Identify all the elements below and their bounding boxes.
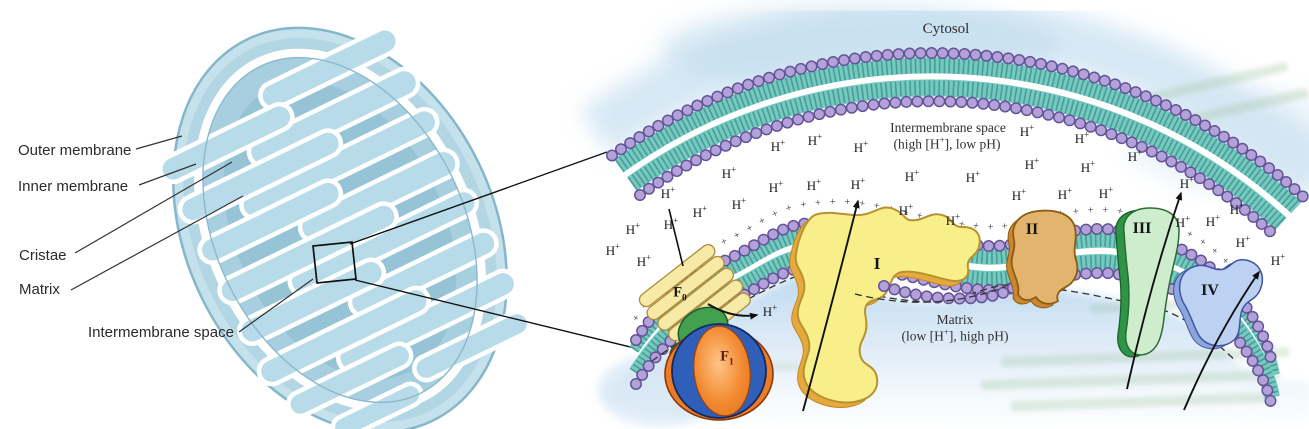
outer-membrane-bilayer: [606, 47, 1309, 240]
callout-box: [312, 241, 357, 284]
atp-synthase: [638, 208, 774, 421]
callout: [312, 151, 652, 353]
complex-i-shape: [789, 206, 981, 409]
proton-entry-line: [668, 208, 684, 267]
arrow-f0-proton: [707, 303, 759, 320]
callout-line-bottom: [354, 279, 652, 353]
f1-subunit: [664, 323, 774, 421]
arrow-complex-i: [802, 199, 860, 412]
proton-arrows: [707, 191, 1260, 412]
arrow-complex-iv: [1183, 270, 1260, 411]
arrow-complex-iii: [1126, 191, 1183, 390]
cristae-folds: [158, 26, 532, 429]
membrane-front-overlay: [854, 280, 1019, 305]
callout-line-top: [349, 151, 608, 245]
complex-ii-shape: [1006, 209, 1079, 309]
mitochondrion-illustration: [158, 26, 532, 429]
label-leader-lines: [70, 135, 314, 333]
complex-iv-shape: [1173, 258, 1264, 350]
